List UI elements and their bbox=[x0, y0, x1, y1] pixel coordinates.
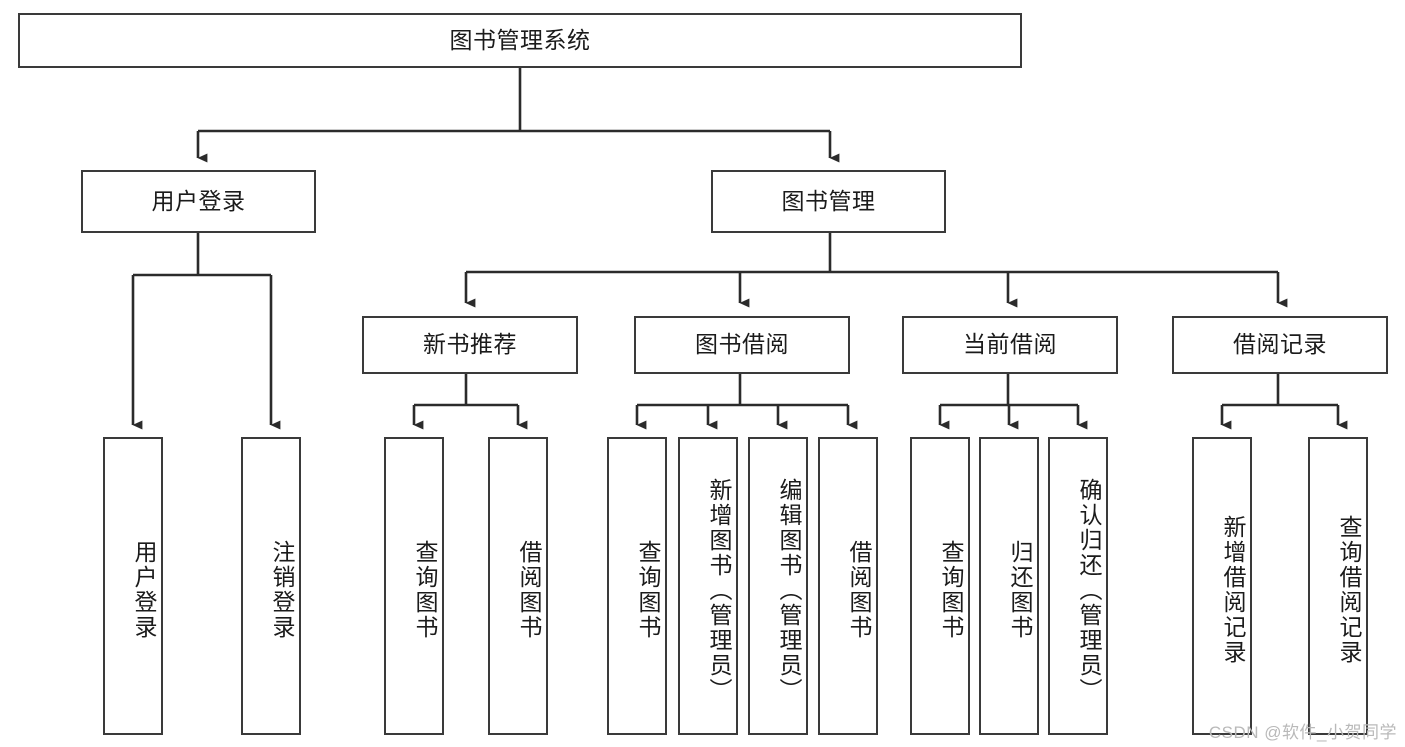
node-leaf-user-login[interactable]: 用户登录 bbox=[103, 437, 163, 735]
node-leaf-add-book-label: 新增图书（管理员） bbox=[706, 477, 732, 703]
node-leaf-query-book-2[interactable]: 查询图书 bbox=[607, 437, 667, 735]
node-leaf-user-logout-label: 注销登录 bbox=[269, 540, 295, 640]
node-leaf-borrow-book-1[interactable]: 借阅图书 bbox=[488, 437, 548, 735]
node-leaf-return-book-label: 归还图书 bbox=[1007, 540, 1033, 640]
node-user-login[interactable]: 用户登录 bbox=[81, 170, 316, 233]
node-leaf-return-book[interactable]: 归还图书 bbox=[979, 437, 1039, 735]
node-leaf-add-record[interactable]: 新增借阅记录 bbox=[1192, 437, 1252, 735]
node-leaf-user-logout[interactable]: 注销登录 bbox=[241, 437, 301, 735]
node-leaf-query-record-label: 查询借阅记录 bbox=[1336, 515, 1362, 665]
node-leaf-query-book-3-label: 查询图书 bbox=[938, 540, 964, 640]
node-leaf-query-record[interactable]: 查询借阅记录 bbox=[1308, 437, 1368, 735]
node-leaf-query-book-1[interactable]: 查询图书 bbox=[384, 437, 444, 735]
node-root[interactable]: 图书管理系统 bbox=[18, 13, 1022, 68]
node-leaf-query-book-2-label: 查询图书 bbox=[635, 540, 661, 640]
node-root-label: 图书管理系统 bbox=[449, 26, 591, 53]
node-new-book-recommend[interactable]: 新书推荐 bbox=[362, 316, 578, 374]
node-user-login-label: 用户登录 bbox=[151, 187, 246, 214]
node-leaf-borrow-book-2[interactable]: 借阅图书 bbox=[818, 437, 878, 735]
node-current-borrow[interactable]: 当前借阅 bbox=[902, 316, 1118, 374]
watermark: CSDN @软件_小贺同学 bbox=[1208, 723, 1397, 742]
node-new-book-recommend-label: 新书推荐 bbox=[423, 331, 517, 358]
node-leaf-edit-book-label: 编辑图书（管理员） bbox=[776, 477, 802, 703]
node-book-borrow[interactable]: 图书借阅 bbox=[634, 316, 850, 374]
node-leaf-user-login-label: 用户登录 bbox=[131, 540, 157, 640]
node-leaf-add-book[interactable]: 新增图书（管理员） bbox=[678, 437, 738, 735]
node-leaf-borrow-book-1-label: 借阅图书 bbox=[516, 540, 542, 640]
node-book-management-label: 图书管理 bbox=[781, 187, 876, 214]
node-current-borrow-label: 当前借阅 bbox=[963, 331, 1057, 358]
node-book-management[interactable]: 图书管理 bbox=[711, 170, 946, 233]
node-leaf-edit-book[interactable]: 编辑图书（管理员） bbox=[748, 437, 808, 735]
node-leaf-add-record-label: 新增借阅记录 bbox=[1220, 515, 1246, 665]
node-book-borrow-label: 图书借阅 bbox=[695, 331, 789, 358]
node-leaf-query-book-3[interactable]: 查询图书 bbox=[910, 437, 970, 735]
node-borrow-record-label: 借阅记录 bbox=[1233, 331, 1327, 358]
node-borrow-record[interactable]: 借阅记录 bbox=[1172, 316, 1388, 374]
node-leaf-confirm-return-label: 确认归还（管理员） bbox=[1076, 477, 1102, 703]
node-leaf-confirm-return[interactable]: 确认归还（管理员） bbox=[1048, 437, 1108, 735]
node-leaf-borrow-book-2-label: 借阅图书 bbox=[846, 540, 872, 640]
node-leaf-query-book-1-label: 查询图书 bbox=[412, 540, 438, 640]
